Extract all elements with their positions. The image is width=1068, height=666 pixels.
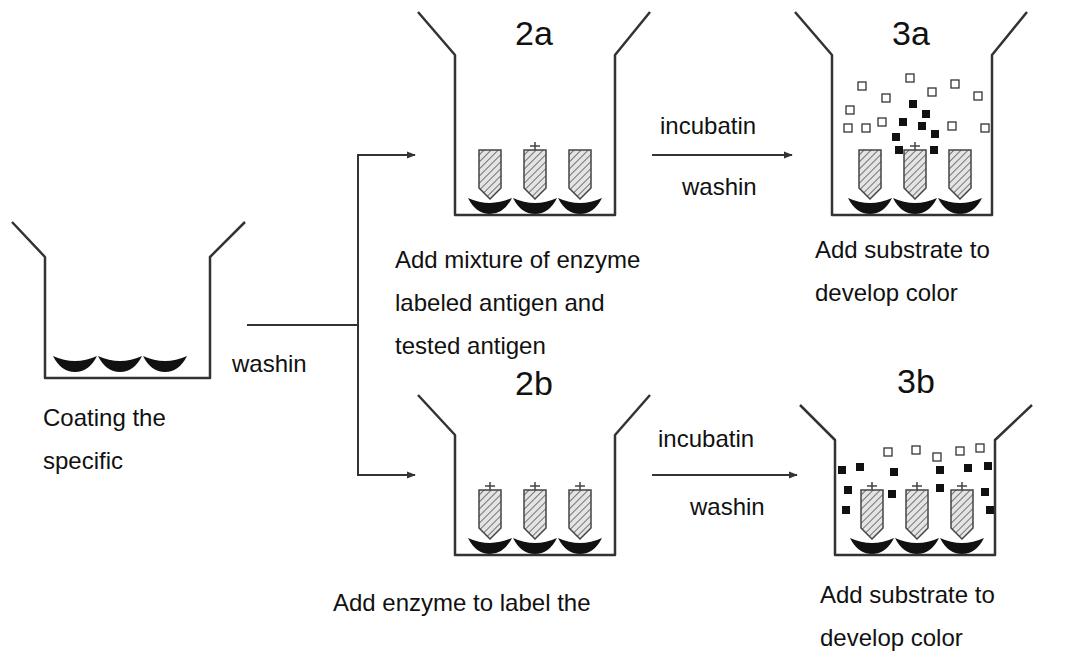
antigen-complex: [468, 482, 602, 554]
substrate-squares: [838, 444, 994, 514]
step-number: 3b: [800, 364, 1032, 398]
step-caption: Coating the specific: [43, 396, 213, 482]
microplate-well: 2aAdd mixture of enzyme labeled antigen …: [418, 12, 650, 219]
well-outline: [800, 405, 1032, 560]
microplate-well: Coating the specific: [12, 222, 245, 382]
microplate-well: 3bAdd substrate to develop color: [800, 405, 1032, 560]
antigen-complex: [848, 142, 982, 214]
substrate-squares: [844, 74, 989, 154]
process-arrow: [652, 474, 797, 476]
step-caption: Add enzyme to label the: [333, 581, 663, 624]
process-arrow: [247, 325, 415, 475]
step-caption: Add substrate to develop color: [815, 228, 1030, 314]
step-number: 2b: [418, 366, 650, 400]
microplate-well: 2bAdd enzyme to label the: [418, 395, 650, 560]
antigen-complex: [468, 142, 602, 214]
microplate-well: 3aAdd substrate to develop color: [795, 12, 1027, 219]
step-caption: Add substrate to develop color: [820, 573, 1042, 659]
antigen-complex: [850, 482, 984, 554]
antibody: [53, 356, 187, 372]
step-caption: Add mixture of enzyme labeled antigen an…: [395, 238, 665, 367]
well-outline: [12, 222, 245, 382]
step-label: washin: [232, 350, 307, 378]
well-outline: [418, 395, 650, 560]
process-arrow: [247, 155, 415, 325]
step-number: 3a: [795, 16, 1027, 50]
process-arrow: [652, 154, 792, 156]
step-number: 2a: [418, 16, 650, 50]
step-label: washin: [682, 173, 757, 201]
step-label: incubatin: [658, 425, 754, 453]
step-label: incubatin: [660, 112, 756, 140]
step-label: washin: [690, 493, 765, 521]
